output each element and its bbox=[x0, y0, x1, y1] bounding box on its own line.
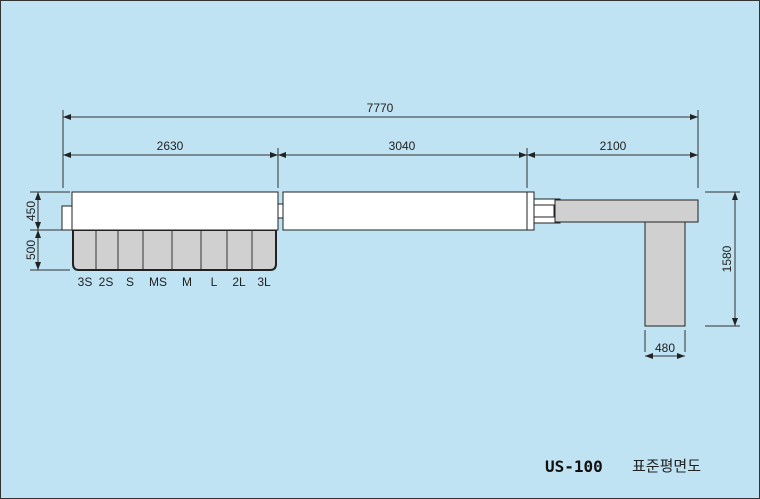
drawer-label: 2S bbox=[99, 275, 114, 289]
drawer-dividers bbox=[95, 230, 253, 269]
section2-body bbox=[282, 191, 528, 231]
drawer-label: M bbox=[182, 275, 192, 289]
dim-height-top: 450 bbox=[24, 201, 38, 221]
left-end-tab bbox=[61, 205, 73, 231]
drawer-label: 2L bbox=[232, 275, 246, 289]
drawer-label: L bbox=[211, 275, 218, 289]
connector-flange bbox=[526, 191, 535, 231]
drawer-unit bbox=[72, 229, 277, 271]
section1-body bbox=[71, 191, 279, 231]
section3-body bbox=[554, 199, 699, 223]
drawing-subtitle: 표준평면도 bbox=[632, 457, 701, 475]
dim-section2: 3040 bbox=[389, 139, 416, 153]
drawer-label: 3S bbox=[78, 275, 93, 289]
dim-arm-width: 480 bbox=[655, 341, 675, 355]
dim-arm-length: 1580 bbox=[720, 245, 734, 272]
model-name: US-100 bbox=[545, 457, 603, 476]
dim-total: 7770 bbox=[367, 101, 394, 115]
dim-section3: 2100 bbox=[600, 139, 627, 153]
drawer-label: 3L bbox=[257, 275, 271, 289]
connector-small bbox=[277, 203, 284, 219]
dim-section1: 2630 bbox=[157, 139, 184, 153]
drawer-label: MS bbox=[149, 275, 167, 289]
connector-inner bbox=[533, 204, 555, 218]
dim-height-drawer: 500 bbox=[24, 240, 38, 260]
drawer-labels: 3S 2S S MS M L 2L 3L bbox=[78, 275, 271, 289]
drawer-label: S bbox=[126, 275, 134, 289]
turn-arm bbox=[644, 221, 686, 327]
